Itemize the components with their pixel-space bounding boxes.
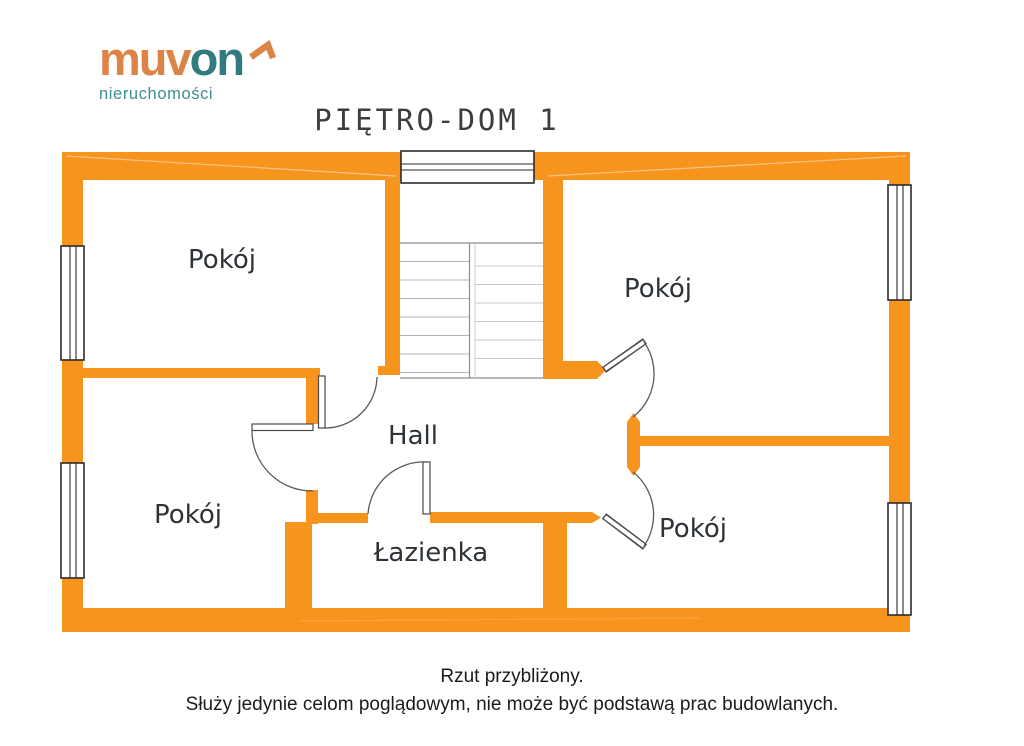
- disclaimer-line-2: Służy jedynie celom poglądowym, nie może…: [185, 694, 839, 715]
- door-leaf: [422, 461, 431, 515]
- room-label-top-left: Pokój: [188, 245, 256, 275]
- room-label-bottom-right: Pokój: [659, 514, 727, 544]
- door-arc: [632, 341, 655, 418]
- windows: [60, 150, 912, 616]
- window-left-bottom: [60, 462, 85, 579]
- door-leaf: [251, 423, 314, 432]
- wall-highlight: [547, 155, 907, 177]
- logo-wordmark: muvon: [99, 35, 245, 82]
- wall-stair-left: [378, 180, 400, 375]
- logo-subtitle: nieruchomości: [99, 85, 214, 103]
- window-left-top: [60, 245, 85, 361]
- logo: muvon nieruchomości: [99, 35, 279, 103]
- doors: [251, 338, 655, 550]
- room-label-top-right: Pokój: [624, 274, 692, 304]
- wall-stair-right: [543, 180, 606, 379]
- room-label-hall: Hall: [388, 421, 438, 451]
- door-leaf: [603, 515, 646, 548]
- logo-arrow-icon: [249, 40, 277, 60]
- wall-bath-left: [285, 522, 312, 620]
- window-right-top: [887, 184, 912, 301]
- wall-right-rooms-divider: [640, 436, 889, 446]
- door-arc: [367, 461, 428, 515]
- disclaimer-line-1: Rzut przybliżony.: [440, 666, 584, 687]
- door-arc: [251, 429, 314, 492]
- wall-highlight: [299, 617, 701, 622]
- room-labels: Pokój Pokój Pokój Pokój Hall Łazienka: [154, 245, 727, 568]
- floor-plan-title: PIĘTRO-DOM 1: [314, 103, 560, 137]
- disclaimer: Rzut przybliżony. Służy jedynie celom po…: [0, 663, 1024, 719]
- room-label-bathroom: Łazienka: [373, 538, 488, 568]
- logo-on: on: [189, 32, 245, 85]
- door-leaf: [317, 375, 326, 429]
- wall-stub-left: [306, 368, 319, 424]
- door-arc: [323, 376, 378, 429]
- logo-muv: muv: [99, 32, 192, 85]
- wall-highlight: [65, 155, 397, 177]
- staircase: [400, 242, 543, 379]
- door-arc: [632, 471, 655, 547]
- wall-outer-bottom: [62, 608, 910, 632]
- room-label-bottom-left: Pokój: [154, 500, 222, 530]
- window-top-center: [400, 150, 535, 184]
- wall-center-stub: [627, 413, 640, 476]
- wall-bath-top-left: [312, 513, 368, 523]
- door-leaf: [603, 340, 646, 371]
- window-right-bottom: [887, 502, 912, 616]
- wall-bath-top-right: [430, 512, 601, 523]
- wall-left-rooms-divider: [83, 368, 320, 378]
- wall-bath-right: [543, 513, 567, 613]
